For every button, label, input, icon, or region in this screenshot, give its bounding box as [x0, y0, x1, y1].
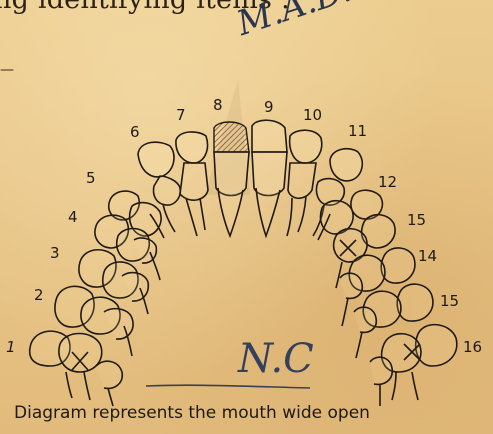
diagram-caption: Diagram represents the mouth wide open — [14, 403, 474, 423]
tooth-number-12: 12 — [378, 175, 397, 190]
tooth-number-11: 11 — [348, 124, 367, 139]
tooth-number-14: 14 — [418, 249, 437, 264]
tooth-number-8: 8 — [213, 98, 223, 113]
tooth-number-16: 16 — [463, 340, 482, 355]
tooth-10 — [287, 130, 322, 236]
tooth-number-9: 9 — [264, 100, 274, 115]
handwritten-initials-bottom: N.C — [238, 336, 314, 382]
tooth-number-1: 1 — [6, 340, 16, 355]
tooth-number-3: 3 — [50, 246, 60, 261]
tooth-9 — [252, 120, 287, 236]
tooth-number-4: 4 — [68, 210, 78, 225]
tooth-number-15-upper: 15 — [407, 213, 426, 228]
tooth-8 — [214, 122, 249, 236]
tooth-7 — [176, 132, 208, 236]
tooth-number-5: 5 — [86, 171, 96, 186]
tooth-number-10: 10 — [303, 108, 322, 123]
tooth-16 — [370, 325, 457, 406]
tooth-1 — [30, 331, 123, 406]
tooth-number-2: 2 — [34, 288, 44, 303]
tooth-number-6: 6 — [130, 125, 140, 140]
tooth-number-7: 7 — [176, 108, 186, 123]
tooth-number-15-lower: 15 — [440, 294, 459, 309]
